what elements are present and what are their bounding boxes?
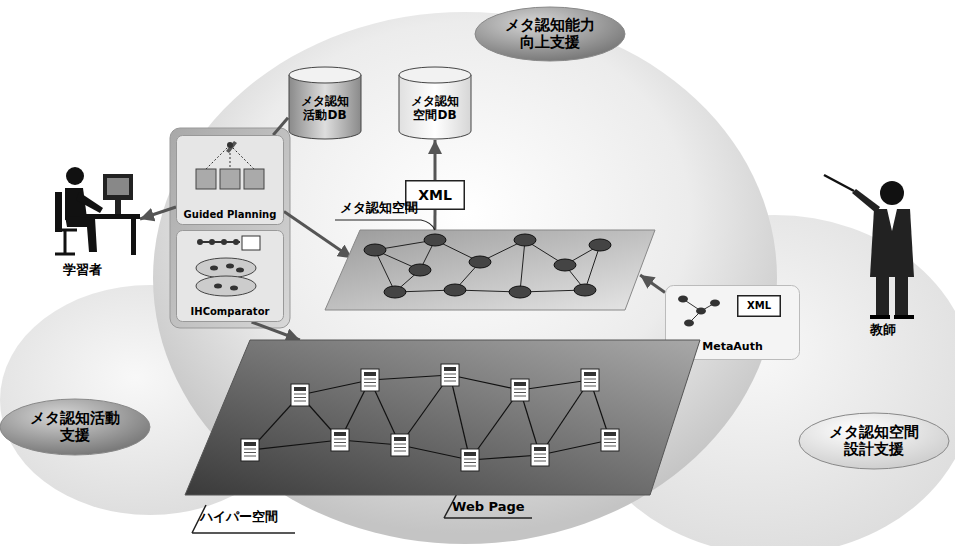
web-page-icon <box>441 364 459 386</box>
tool-tile: IHComparator <box>176 230 284 322</box>
tile-shape <box>177 136 284 225</box>
web-page-icon <box>461 449 479 471</box>
support-bubble: メタ認知空間 設計支援 <box>798 412 950 470</box>
cylinder-body <box>399 75 471 139</box>
bubble-shape <box>475 7 625 61</box>
box-shape <box>738 296 781 317</box>
web-page-icon <box>361 369 379 391</box>
xml-icon: XML <box>737 295 781 317</box>
plane-shape <box>325 230 655 310</box>
hyperspace-plane: ハイパー空間 <box>170 335 700 535</box>
web-page-icon <box>531 444 549 466</box>
tile-shape <box>177 231 284 322</box>
node-label: メタ認知 空間DB <box>402 95 468 123</box>
learner-figure: 学習者 <box>25 158 140 280</box>
callout-label: Web Page <box>452 499 525 514</box>
node-label: Guided Planning <box>184 209 277 221</box>
node-label: IHComparator <box>191 306 270 318</box>
comparator-icon <box>196 236 260 296</box>
learner-figure-outline <box>25 158 140 280</box>
node-label: 教師 <box>870 323 896 338</box>
cylinder-top <box>399 67 471 83</box>
database-cylinder: メタ認知 空間DB <box>398 66 472 140</box>
database-cylinder: メタ認知 活動DB <box>288 66 362 140</box>
web-page-icon <box>581 369 599 391</box>
node-label: 学習者 <box>63 263 102 278</box>
web-page-icon <box>601 429 619 451</box>
network-icon <box>678 296 720 327</box>
bubble-shape <box>799 413 949 469</box>
node-label: メタ認知空間 <box>340 201 418 216</box>
node-label: ハイパー空間 <box>200 510 278 525</box>
flow-arrow <box>273 118 288 135</box>
hyperlink-network <box>241 364 619 471</box>
web-page-icon <box>391 434 409 456</box>
web-page-icon <box>241 439 259 461</box>
web-page-leader <box>444 488 532 518</box>
cylinder-top <box>289 67 361 83</box>
web-page-icon <box>511 379 529 401</box>
teacher-figure: 教師 <box>820 165 945 340</box>
hyperspace-plane-outline <box>170 335 700 535</box>
flow-arrow <box>252 322 300 340</box>
meta-network <box>364 234 611 298</box>
ability-sphere <box>153 12 777 544</box>
meta-space-plane-outline <box>325 200 655 312</box>
plane-shape <box>185 340 700 495</box>
flow-arrow <box>284 212 352 259</box>
tool-tile: Guided Planning <box>176 135 284 225</box>
goal-bubble: メタ認知能力 向上支援 <box>474 6 626 62</box>
node-label: メタ認知 活動DB <box>292 95 358 123</box>
node-label: メタ認知空間 設計支援 <box>824 424 924 459</box>
flow-arrow <box>140 207 176 219</box>
meta-space-plane: メタ認知空間 <box>325 200 655 312</box>
flow-arrow <box>640 275 665 292</box>
monitor <box>103 174 133 200</box>
teacher-figure-outline <box>820 165 945 340</box>
web-page-icon <box>331 429 349 451</box>
node-label: メタ認知活動 支援 <box>25 410 125 445</box>
cylinder-body <box>289 75 361 139</box>
node-label: XML <box>418 187 452 203</box>
node-label: メタ認知能力 向上支援 <box>500 17 600 52</box>
support-bubble: メタ認知活動 支援 <box>0 398 151 456</box>
planning-icon <box>196 141 264 189</box>
web-page-icon <box>291 384 309 406</box>
node-label: MetaAuth <box>702 341 763 354</box>
bubble-shape <box>0 399 150 455</box>
flow-arrow <box>434 140 437 180</box>
tool-panel <box>170 128 290 328</box>
node-label: XML <box>747 300 771 312</box>
